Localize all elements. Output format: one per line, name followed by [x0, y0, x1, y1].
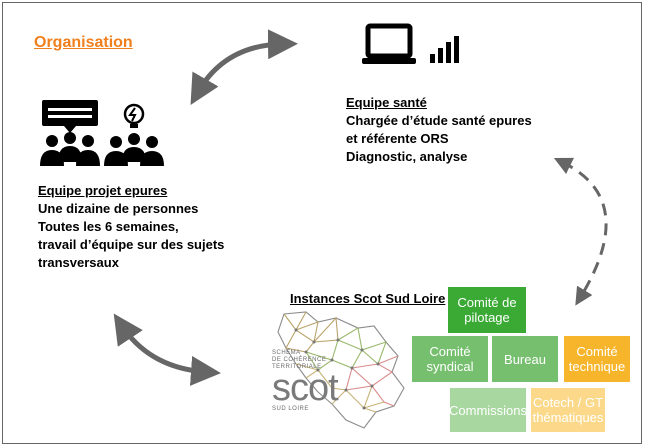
arrow-sante-instances [553, 157, 608, 306]
arrow-projet-sante [190, 29, 298, 106]
scot-logo-line: DE COHÉRENCE [272, 357, 327, 363]
scot-logo-text: SCHÉMA DE COHÉRENCE TERRITORIALE scot SU… [272, 350, 339, 413]
equipe-sante-line: et référente ORS [346, 131, 449, 146]
signal-bars-icon [430, 36, 459, 63]
equipe-sante-line: Chargée d’étude santé epures [346, 113, 532, 128]
page-title: Organisation [34, 34, 133, 51]
equipe-projet-line: Toutes les 6 semaines, [38, 219, 179, 234]
scot-logo-line: TERRITORIALE [272, 364, 322, 370]
instances-heading: Instances Scot Sud Loire [290, 291, 446, 306]
equipe-sante-block: Equipe santé Chargée d’étude santé epure… [346, 94, 606, 166]
equipe-projet-heading: Equipe projet epures [38, 183, 168, 198]
presentation-group-icon [40, 100, 100, 166]
scot-logo-sub: SUD LOIRE [272, 406, 309, 412]
equipe-sante-line: Diagnostic, analyse [346, 149, 468, 164]
equipe-projet-line: Une dizaine de personnes [38, 201, 199, 216]
equipe-projet-block: Equipe projet epures Une dizaine de pers… [38, 182, 278, 272]
scot-logo-brand: scot [272, 367, 339, 409]
equipe-projet-line: travail d’équipe sur des sujets [38, 237, 225, 252]
equipe-projet-line: transversaux [38, 255, 119, 270]
laptop-icon [362, 23, 416, 64]
equipe-sante-heading: Equipe santé [346, 95, 427, 110]
scot-logo-line: SCHÉMA [272, 350, 301, 356]
comite-syndical-box: Comité syndical [412, 336, 488, 382]
cotech-box: Cotech / GT thématiques [531, 388, 605, 432]
bureau-box: Bureau [492, 336, 558, 382]
arrow-instances-projet [113, 313, 221, 386]
comite-pilotage-box: Comité de pilotage [448, 287, 526, 333]
instances-block: Instances Scot Sud Loire [290, 290, 445, 308]
scot-map-logo [277, 311, 405, 429]
comite-technique-box: Comité technique [564, 336, 630, 382]
lightbulb-group-icon [104, 103, 164, 166]
commissions-box: Commissions [449, 388, 527, 432]
